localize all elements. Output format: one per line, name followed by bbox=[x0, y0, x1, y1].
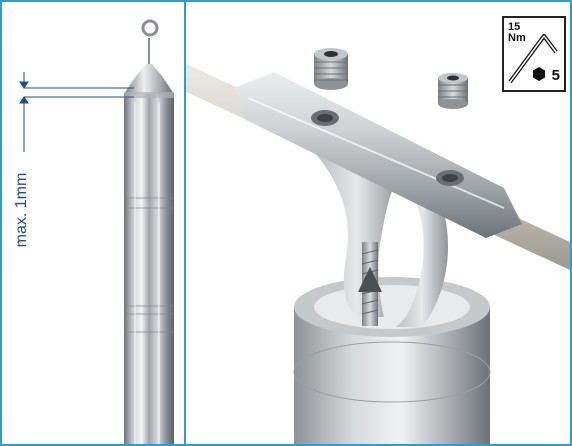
torque-unit: Nm bbox=[508, 32, 526, 44]
eyelet bbox=[141, 19, 159, 37]
rod-segment-lines bbox=[124, 197, 174, 333]
left-detail-panel: max. 1mm bbox=[0, 0, 186, 446]
dimension-marker bbox=[19, 72, 134, 152]
set-screw-left bbox=[314, 48, 348, 90]
threaded-pin bbox=[358, 242, 382, 326]
right-assembly-panel: 15 Nm 5 bbox=[184, 0, 572, 446]
rod-drawing bbox=[19, 19, 174, 444]
base-cylinder bbox=[293, 277, 491, 444]
torque-spec-badge: 15 Nm 5 bbox=[502, 16, 566, 92]
dimension-label: max. 1mm bbox=[13, 172, 30, 248]
hex-key-size: 5 bbox=[551, 67, 560, 84]
assembly-drawing bbox=[186, 48, 570, 444]
torque-value: 15 bbox=[508, 21, 521, 33]
hex-key-icon bbox=[508, 34, 558, 84]
hexagon-icon bbox=[533, 67, 545, 81]
rod-cone-tip bbox=[124, 64, 174, 94]
rod-body bbox=[124, 94, 174, 444]
clamp-arms bbox=[314, 152, 448, 327]
turnbuckle-tube bbox=[234, 72, 522, 238]
set-screw-right bbox=[438, 73, 468, 109]
